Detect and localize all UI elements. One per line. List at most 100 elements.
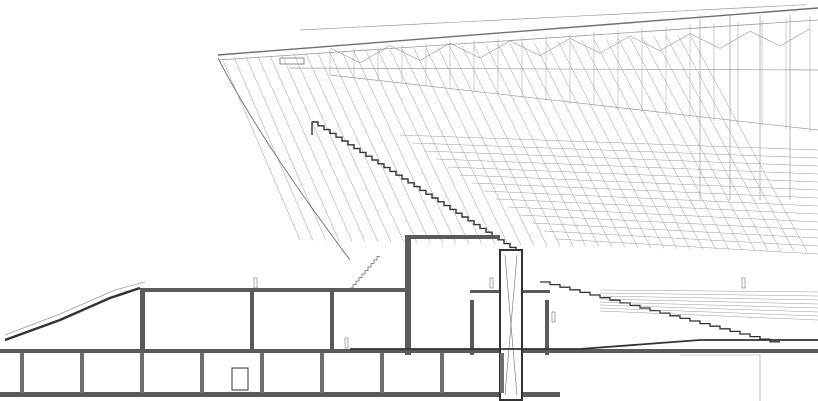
seat-row [483, 190, 818, 207]
cable [305, 53, 392, 243]
seat-row [599, 307, 818, 317]
column [470, 300, 474, 355]
basement-column [20, 353, 24, 393]
spectator-stands [311, 121, 818, 343]
seat-row [599, 298, 818, 305]
basement-column [320, 353, 324, 393]
dashed-boundary [680, 354, 761, 401]
cable [245, 56, 327, 241]
column [545, 300, 549, 355]
seat-row [599, 310, 818, 321]
basement-column [500, 353, 504, 393]
seat-row [459, 174, 818, 191]
cable [425, 47, 522, 246]
seat-row [519, 214, 818, 231]
seat-row [599, 301, 818, 309]
seat-row [495, 198, 818, 215]
person-figure [551, 311, 556, 323]
cable [233, 57, 314, 241]
cable [329, 52, 418, 243]
cable [521, 42, 626, 248]
cable [353, 51, 444, 244]
cable [461, 45, 561, 247]
column [140, 292, 145, 352]
cable [665, 35, 782, 252]
basement-column [380, 353, 384, 393]
entrance-ramp [4, 286, 141, 342]
cable [593, 39, 704, 250]
cable [689, 34, 808, 252]
cable [293, 54, 379, 242]
cable [341, 51, 431, 244]
cable [269, 55, 353, 242]
seat-row [435, 158, 818, 175]
cable [497, 44, 600, 248]
basement-column [200, 353, 204, 393]
column [330, 292, 334, 352]
cable [413, 48, 509, 245]
cable [545, 41, 652, 249]
roof-node [279, 57, 305, 65]
seat-row [507, 206, 818, 223]
basement-column [80, 353, 84, 393]
cable [533, 42, 639, 248]
cable [509, 43, 613, 248]
cable [653, 36, 769, 251]
seat-row [543, 230, 818, 247]
cable [257, 56, 340, 242]
cable [485, 44, 587, 247]
upper-stand-stairs [312, 121, 517, 252]
cable [473, 45, 574, 247]
cable [677, 35, 795, 252]
person-figure [253, 277, 258, 289]
basement-column [440, 353, 444, 393]
lower-stand-stairs [540, 281, 780, 343]
cable [365, 50, 457, 244]
seat-row [471, 182, 818, 199]
basement-column [140, 353, 144, 393]
column [405, 235, 411, 355]
human-figures [253, 277, 746, 349]
upper-slab [410, 235, 500, 239]
seat-row [411, 142, 818, 159]
basement-column [260, 353, 264, 393]
roof-chord [289, 67, 818, 71]
concourse-slab [140, 288, 410, 292]
cable [569, 40, 678, 249]
roof-membrane [299, 4, 807, 31]
seat-row [447, 166, 818, 183]
cable [617, 38, 730, 251]
person-figure [489, 277, 494, 289]
floor-slabs [0, 235, 818, 401]
vehicle [231, 367, 249, 391]
cable [437, 47, 535, 246]
seat-row [599, 304, 818, 313]
facade-cables [217, 34, 808, 261]
cable [377, 50, 470, 245]
cable [641, 36, 756, 251]
cable [317, 53, 405, 243]
core-cross [504, 254, 518, 396]
person-figure [344, 337, 349, 349]
person-figure [741, 277, 746, 289]
seat-row [399, 134, 818, 151]
seat-row [423, 150, 818, 167]
roof-top-chord [217, 7, 818, 56]
seat-row [599, 295, 818, 301]
cable [581, 39, 691, 250]
cable [401, 48, 496, 245]
column [250, 292, 254, 352]
field-level [350, 339, 818, 350]
cable [221, 57, 301, 241]
seat-row [599, 292, 818, 297]
facade-edge [217, 57, 351, 261]
concourse-stair [350, 256, 380, 289]
cable [629, 37, 743, 251]
cable [389, 49, 483, 245]
basement-slab [0, 392, 560, 397]
seat-row [599, 289, 818, 293]
seat-row [531, 222, 818, 239]
roof-chord [217, 19, 818, 61]
ramp-rail [4, 281, 146, 336]
